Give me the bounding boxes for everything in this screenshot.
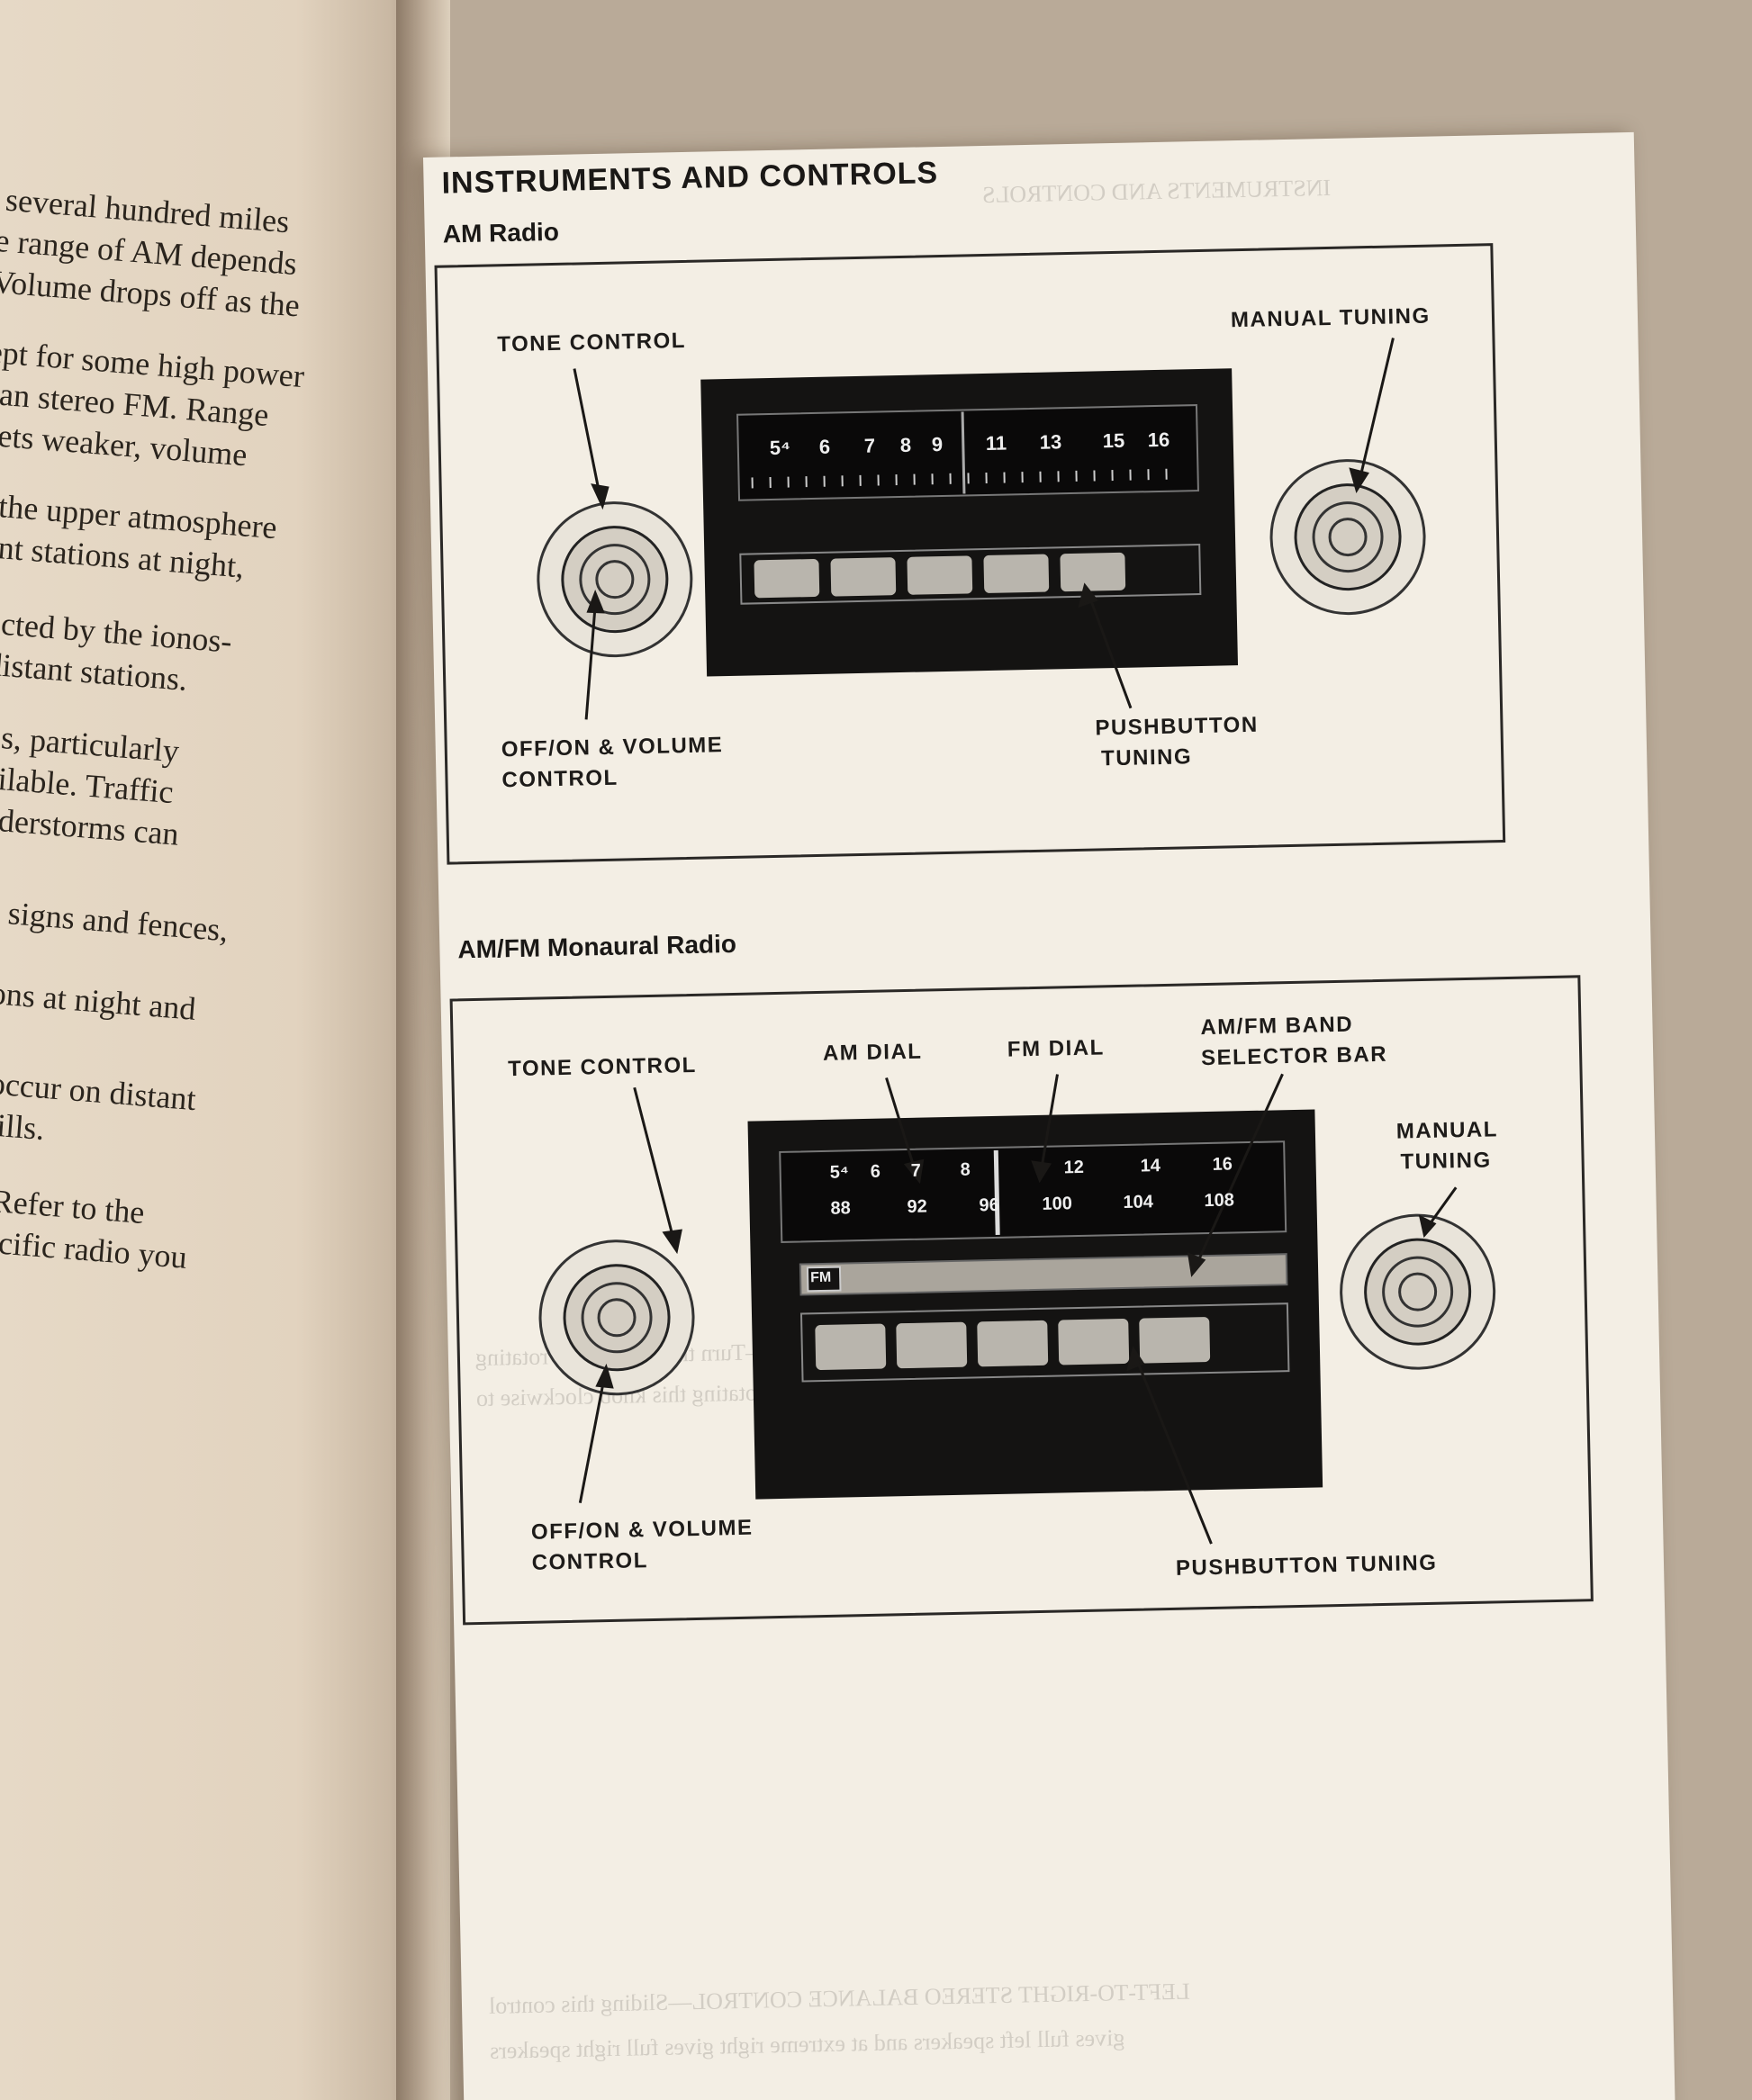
amfm-dial-numbers: 5⁴ 6 7 8 12 14 16 88 92 96 100 104 108 [829,1154,1235,1219]
right-page: INSTRUMENTS AND CONTROLS ON/OFF SWITCH, … [423,131,1675,2100]
tuning-knob [1340,1213,1496,1370]
preset-button-2 [896,1321,968,1369]
tuning-knob [1269,459,1426,616]
am-radio-figure: TONE CONTROL MANUAL TUNING OFF/ON & VOLU… [434,243,1506,865]
amfm-radio-illustration [538,1073,1496,1545]
preset-button-4 [1058,1319,1130,1365]
volume-knob [537,501,693,658]
amfm-radio-heading: AM/FM Monaural Radio [457,929,737,964]
preset-button-3 [977,1320,1049,1367]
am-radio-illustration [537,338,1426,720]
preset-button-5 [1139,1317,1211,1364]
preset-button-4 [983,554,1050,593]
fm-badge [806,1266,842,1293]
left-line: and hills. [0,1102,47,1148]
left-page-text: several hundred miles e range of AM depe… [0,180,377,1275]
left-line: nner. Refer to the [0,1177,146,1231]
left-line: ctric signs and fences, [0,890,230,949]
am-dial-window [736,404,1199,501]
preset-button-2 [830,557,897,597]
preset-button-5 [1060,552,1126,592]
band-selector-bar [799,1253,1288,1296]
volume-knob [538,1239,695,1396]
preset-button-3 [907,555,973,595]
fm-badge-text: FM [809,1269,832,1286]
page-title: INSTRUMENTS AND CONTROLS [441,156,939,201]
am-radio-heading: AM Radio [442,217,560,248]
preset-button-1 [815,1323,887,1371]
preset-button-1 [754,559,820,599]
left-page: several hundred miles e range of AM depe… [0,0,423,2100]
left-line: stations at night and [0,970,197,1027]
amfm-radio-figure: TONE CONTROL AM DIAL FM DIAL AM/FM BAND … [449,975,1594,1626]
